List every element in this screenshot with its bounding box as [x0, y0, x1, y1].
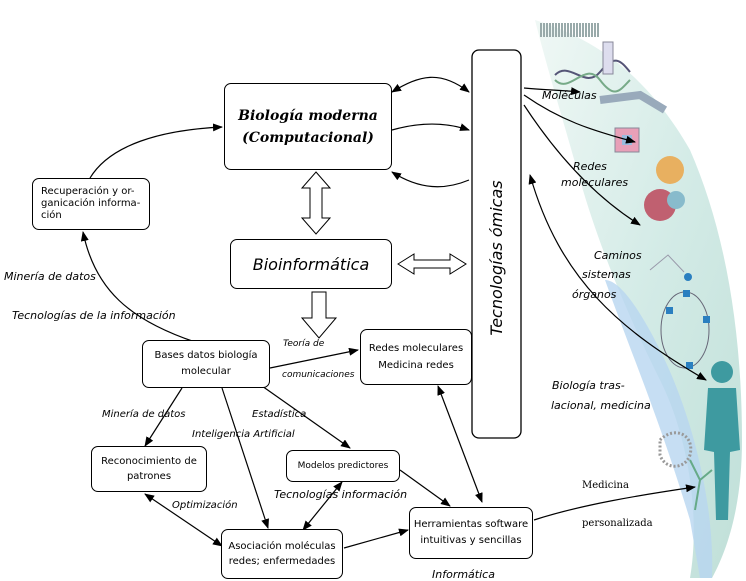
label-mineria-datos-left: Minería de datos	[4, 270, 96, 283]
redes-moleculares-box: Redes moleculares Medicina redes	[360, 329, 472, 385]
omics-band	[535, 20, 742, 578]
edge-redes-herramientas	[437, 385, 483, 503]
label-moleculas: Moléculas	[542, 89, 597, 102]
edge-asociacion-herramientas	[343, 528, 409, 549]
label-tecnologias-informacion-bottom: Tecnologías información	[274, 488, 408, 501]
asociacion-line1: Asociación moléculas	[228, 541, 336, 552]
reconocimiento-line2: patrones	[126, 471, 172, 482]
herramientas-line1: Herramientas software	[413, 519, 529, 530]
label-informatica: Informática	[432, 568, 495, 581]
edge-herramientas-medicina	[533, 484, 696, 521]
bioinformatica-box: Bioinformática	[230, 239, 392, 289]
edge-omicas-biologia-top	[391, 76, 470, 93]
label-organos: órganos	[572, 288, 617, 301]
edge-omicas-biologia-bottom	[391, 171, 470, 188]
label-caminos: Caminos	[594, 249, 642, 262]
edge-reconocimiento-asociacion	[144, 493, 223, 547]
bases-datos-line1: Bases datos biología	[154, 350, 258, 361]
bioinformatica-label: Bioinformática	[252, 254, 370, 274]
label-inteligencia-artificial: Inteligencia Artificial	[192, 429, 295, 440]
double-arrow-horizontal	[397, 253, 467, 275]
double-arrow-vertical	[300, 171, 332, 235]
tecnologias-omicas-box	[471, 49, 522, 439]
redes-moleculares-line2: Medicina redes	[378, 360, 454, 371]
recuperacion-box: Recuperación y or- ganicación informa- c…	[32, 178, 150, 230]
edge-modelos-herramientas	[399, 469, 451, 507]
bases-datos-box: Bases datos biología molecular	[142, 340, 270, 388]
label-sistemas: sistemas	[582, 268, 631, 281]
label-mineria-datos-mid: Minería de datos	[102, 409, 186, 420]
reconocimiento-box: Reconocimiento de patrones	[91, 446, 207, 492]
asociacion-box: Asociación moléculas redes; enfermedades	[221, 529, 343, 579]
human-figure-icon	[658, 361, 740, 520]
edge-bases-asociacion	[221, 387, 269, 529]
bases-datos-line2: molecular	[181, 366, 231, 377]
tecnologias-omicas-label: Tecnologías ómicas	[487, 180, 506, 335]
block-arrow-down	[300, 291, 338, 339]
edge-bases-recuperacion	[80, 231, 196, 343]
edge-bases-reconocimiento	[144, 387, 183, 447]
edge-biologia-omicas-mid	[391, 123, 470, 131]
herramientas-line2: intuitivas y sencillas	[420, 535, 522, 546]
label-biologia-tras: Biología tras-	[552, 379, 625, 392]
label-teoria: Teoría de	[283, 339, 325, 349]
asociacion-line2: redes; enfermedades	[228, 556, 336, 567]
reconocimiento-line1: Reconocimiento de	[101, 456, 197, 467]
label-lacional-medicina: lacional, medicina	[551, 399, 651, 412]
edge-omicas-redes-side	[523, 94, 636, 144]
modelos-label: Modelos predictores	[297, 460, 389, 471]
label-comunicaciones: comunicaciones	[282, 370, 355, 380]
edge-recuperacion-biologia	[89, 123, 223, 179]
recuperacion-line2: ganicación informa-	[41, 198, 141, 209]
edge-omicas-moleculas	[523, 87, 581, 96]
biologia-moderna-title: Biología moderna	[238, 107, 378, 124]
edge-bases-redes	[269, 347, 359, 369]
recuperacion-line1: Recuperación y or-	[41, 186, 135, 197]
label-redes-side-2: moleculares	[561, 176, 629, 189]
label-personalizada: personalizada	[582, 518, 653, 529]
modelos-box: Modelos predictores	[286, 450, 400, 482]
recuperacion-line3: ción	[41, 210, 62, 221]
herramientas-box: Herramientas software intuitivas y senci…	[409, 507, 533, 559]
biologia-moderna-subtitle: (Computacional)	[242, 129, 374, 146]
biologia-moderna-box: Biología moderna (Computacional)	[224, 83, 392, 170]
dna-helix-icon	[540, 23, 631, 93]
omics-band-blue-edge	[605, 280, 713, 578]
edge-omicas-biologia-tras	[528, 174, 707, 381]
label-medicina: Medicina	[582, 480, 629, 491]
label-tecnologias-informacion-left: Tecnologías de la información	[12, 309, 176, 322]
edge-asociacion-modelos	[302, 481, 343, 531]
edge-bases-modelos	[261, 385, 351, 449]
label-optimizacion: Optimización	[172, 500, 238, 511]
redes-moleculares-line1: Redes moleculares	[368, 343, 464, 354]
label-redes-side-1: Redes	[573, 160, 607, 173]
label-estadistica: Estadística	[252, 409, 307, 420]
